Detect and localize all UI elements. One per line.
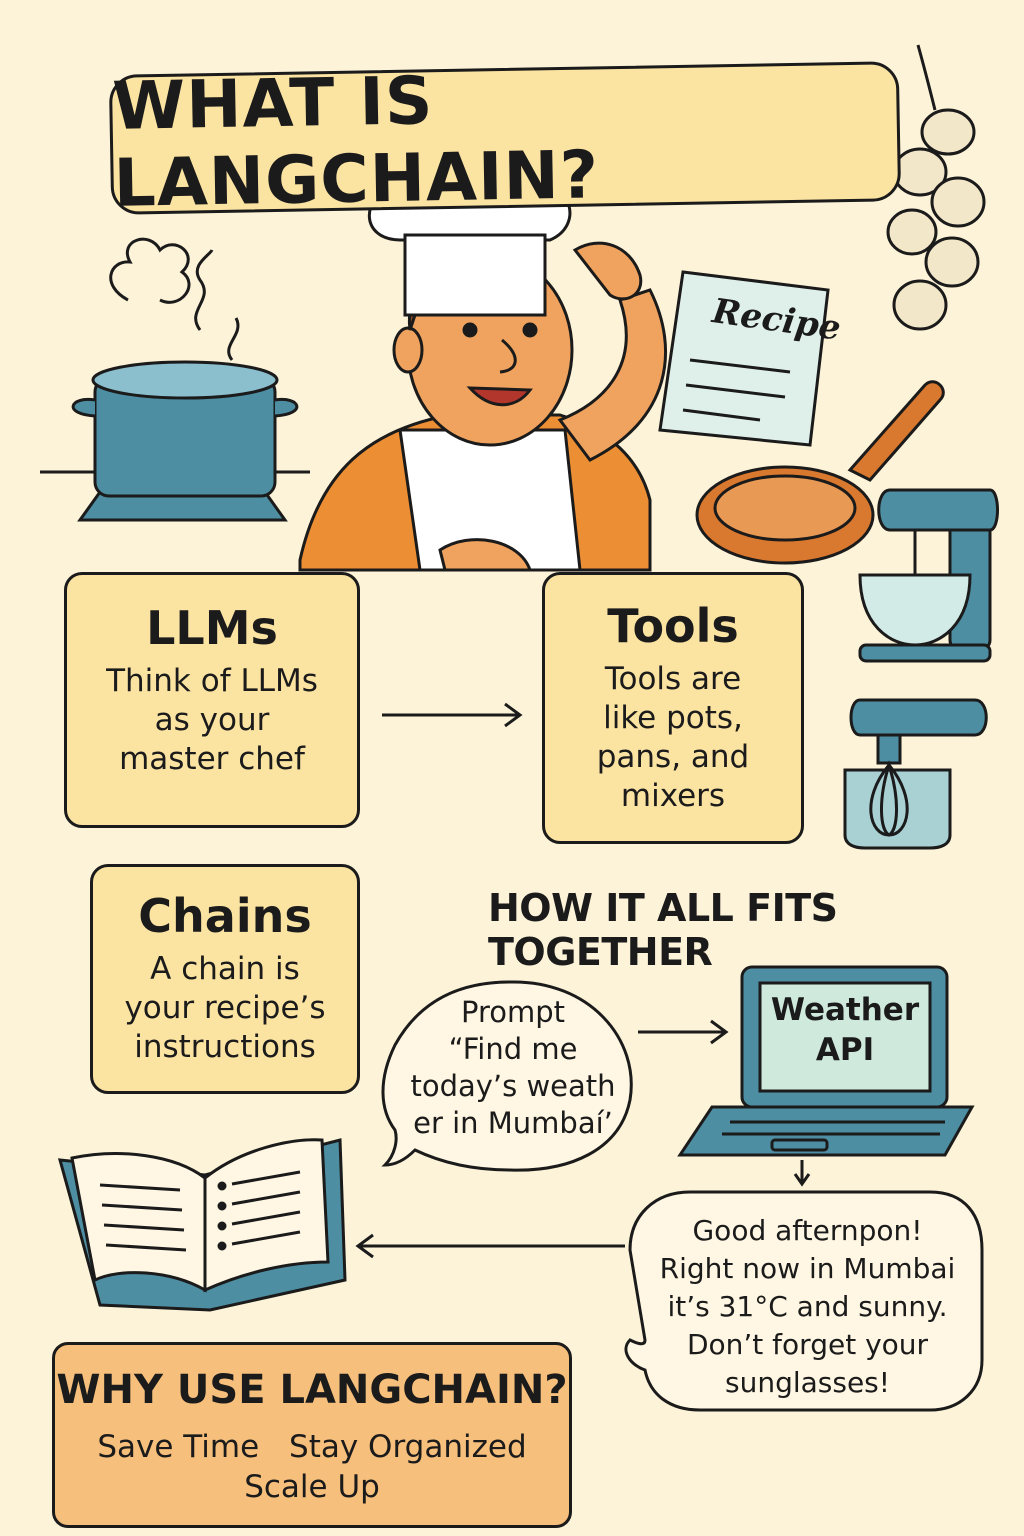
response-bubble-text: Good afternpon! Right now in Mumbai it’s… <box>640 1212 975 1402</box>
why-use-card: WHY USE LANGCHAIN? Save Time Stay Organi… <box>52 1342 572 1528</box>
benefits-list: Save Time Stay Organized Scale Up <box>55 1427 569 1508</box>
benefit-stay-organized: Stay Organized <box>289 1429 527 1465</box>
chains-text-line: A chain is <box>150 950 300 987</box>
garlic-icon <box>886 44 986 331</box>
frying-pan-icon <box>695 380 945 565</box>
why-heading: WHY USE LANGCHAIN? <box>56 1367 568 1413</box>
tools-text-line: mixers <box>620 777 726 814</box>
prompt-bubble-text: Prompt “Find me today’s weath er in Mumb… <box>398 994 628 1142</box>
cooking-pot-icon <box>40 360 310 522</box>
arrow-response-to-chains <box>355 1233 625 1259</box>
steam-icon <box>109 237 240 361</box>
chains-heading: Chains <box>138 889 312 943</box>
chains-text-line: your recipe’s <box>124 989 326 1026</box>
stand-mixer-icon <box>858 488 999 663</box>
prompt-speech-bubble <box>381 980 633 1172</box>
prompt-line: er in Mumbaí’ <box>413 1106 613 1141</box>
tools-heading: Tools <box>607 599 739 653</box>
chef-character <box>298 158 667 572</box>
benefit-scale-up: Scale Up <box>244 1469 380 1506</box>
llms-text-line: Think of LLMs <box>106 662 318 699</box>
llms-card: LLMs Think of LLMs as your master chef <box>64 572 360 828</box>
tools-text-line: Tools are <box>604 660 742 697</box>
title-banner: WHAT IS LANGCHAIN? <box>108 61 902 222</box>
arrow-api-to-response <box>793 1160 811 1187</box>
mixer-whisk-icon <box>843 698 988 850</box>
tools-text-line: like pots, <box>603 699 743 736</box>
llms-text-line: master chef <box>119 740 305 777</box>
response-line: sunglasses! <box>724 1366 890 1400</box>
arrow-prompt-to-api <box>638 1019 729 1045</box>
laptop-icon <box>677 965 975 1157</box>
page-title: WHAT IS LANGCHAIN? <box>111 62 600 222</box>
response-line: Don’t forget your <box>686 1328 929 1362</box>
tools-card: Tools Tools are like pots, pans, and mix… <box>542 572 804 844</box>
screen-line: Weather <box>770 992 920 1028</box>
response-line: Right now in Mumbai <box>659 1252 956 1286</box>
response-speech-bubble <box>624 1190 984 1412</box>
prompt-line: “Find me <box>448 1032 578 1067</box>
llms-text-line: as your <box>154 701 270 738</box>
prompt-line: Prompt <box>460 995 566 1029</box>
section-heading-how-it-fits: HOW IT ALL FITS TOGETHER <box>488 886 838 974</box>
llms-heading: LLMs <box>146 601 278 655</box>
recipe-card-icon <box>658 270 830 447</box>
response-line: Good afternpon! <box>692 1214 923 1247</box>
laptop-screen-text: Weather API <box>760 990 930 1071</box>
response-line: it’s 31°C and sunny. <box>667 1290 948 1324</box>
recipe-book-icon <box>57 1138 347 1312</box>
benefit-save-time: Save Time <box>97 1429 260 1465</box>
arrow-llms-to-tools <box>382 702 523 728</box>
chains-text-line: instructions <box>134 1028 316 1065</box>
screen-line: API <box>815 1032 875 1069</box>
prompt-line: today’s weath <box>410 1069 616 1104</box>
chains-card: Chains A chain is your recipe’s instruct… <box>90 864 360 1094</box>
tools-text-line: pans, and <box>596 738 750 775</box>
